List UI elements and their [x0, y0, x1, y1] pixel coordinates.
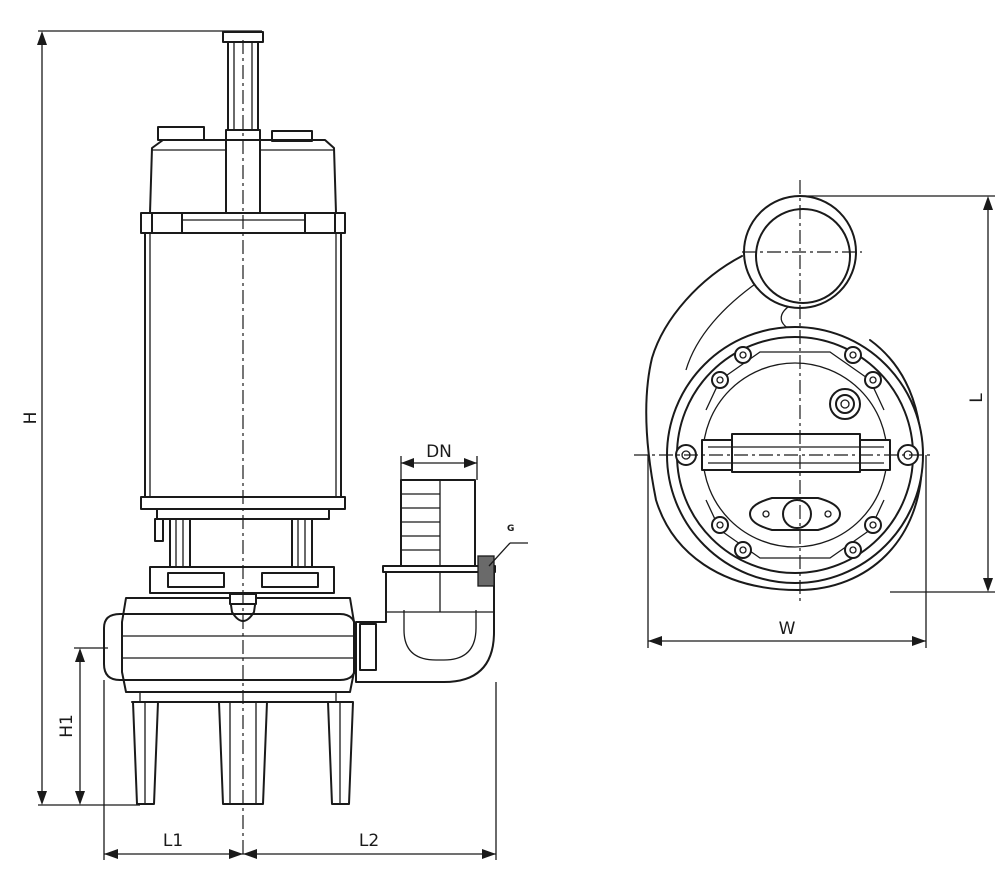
hose-connector [400, 479, 495, 587]
pump-side-view [103, 31, 496, 858]
dimension-label-l1: L1 [163, 831, 183, 851]
oil-plug [829, 388, 861, 420]
dimension-label-w: W [779, 619, 796, 639]
dimension-label-l: L [967, 393, 987, 403]
discharge-elbow [355, 565, 496, 683]
top-view-dimensions: L W [647, 195, 995, 648]
dimension-label-dn: DN [426, 442, 452, 462]
lifting-handle [701, 433, 891, 473]
pump-top-view [634, 180, 930, 605]
cable-gland-flange [749, 497, 841, 531]
volute-casing [103, 593, 357, 703]
side-view-dimensions: H H1 L1 L2 DN G [21, 30, 528, 860]
dimension-label-h1: H1 [57, 714, 77, 738]
dimension-label-l2: L2 [359, 831, 379, 851]
bolt-holes [675, 346, 919, 559]
dimension-label-h: H [21, 412, 41, 425]
oil-chamber [149, 518, 335, 594]
dimension-label-g: G [507, 524, 514, 534]
